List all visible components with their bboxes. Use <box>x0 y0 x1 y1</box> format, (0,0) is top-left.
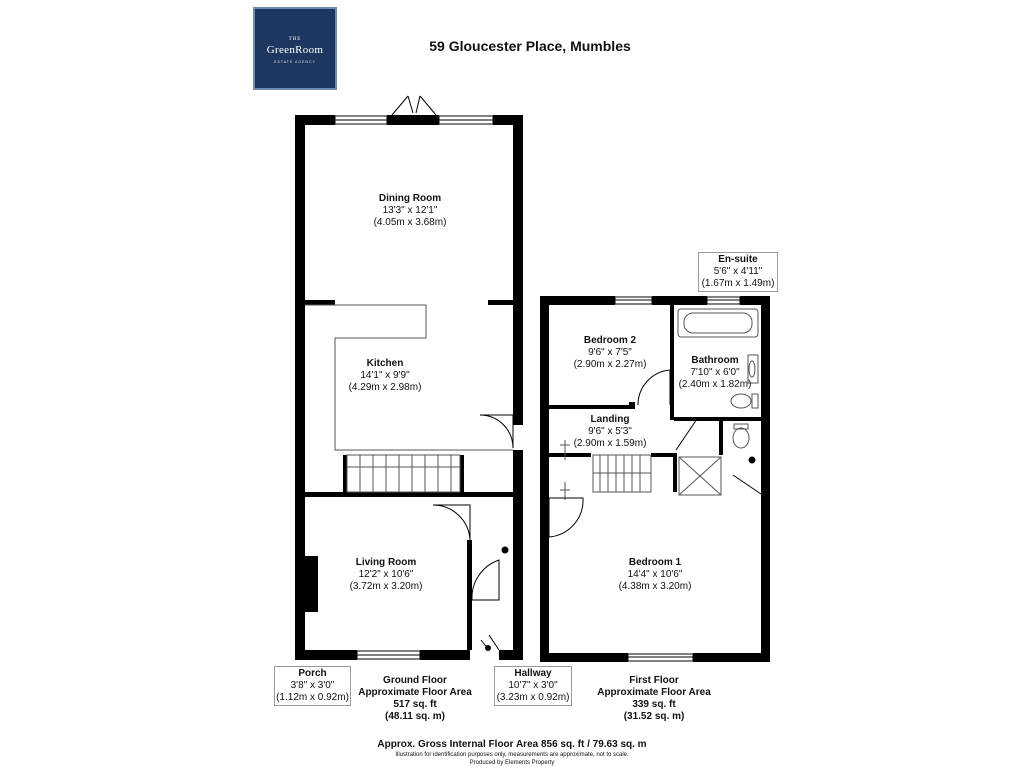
ground-floor-area: Ground Floor Approximate Floor Area 517 … <box>347 675 483 723</box>
room-living: Living Room 12'2" x 10'6" (3.72m x 3.20m… <box>306 557 466 593</box>
room-name: Hallway <box>514 668 552 679</box>
room-size-imperial: 5'6" x 4'11" <box>713 266 763 277</box>
room-size-imperial: 12'2" x 10'6" <box>358 569 414 580</box>
gross-floor-area: Approx. Gross Internal Floor Area 856 sq… <box>377 739 647 750</box>
hallway-fixture-icon <box>501 546 509 554</box>
room-name: Bathroom <box>691 355 739 366</box>
room-name: Landing <box>590 414 630 425</box>
floor-area-sqft: 339 sq. ft <box>632 699 676 710</box>
logo-tagline: ESTATE AGENCY <box>274 60 316 64</box>
room-name: Bedroom 2 <box>583 335 637 346</box>
floor-area-sqm: (48.11 sq. m) <box>384 711 446 722</box>
company-logo: THE GreenRoom ESTATE AGENCY <box>253 7 337 90</box>
room-size-imperial: 10'7" x 3'0" <box>508 680 558 691</box>
room-size-metric: (3.72m x 3.20m) <box>349 581 423 592</box>
ground-floor-walls <box>295 115 523 660</box>
room-size-metric: (3.23m x 0.92m) <box>496 692 570 703</box>
first-stairs <box>560 440 652 500</box>
room-size-metric: (2.90m x 2.27m) <box>573 359 647 370</box>
first-floor-walls <box>540 296 770 662</box>
room-hallway: Hallway 10'7" x 3'0" (3.23m x 0.92m) <box>494 666 572 706</box>
room-landing: Landing 9'6" x 5'3" (2.90m x 1.59m) <box>562 414 658 450</box>
room-size-imperial: 3'8" x 3'0" <box>290 680 335 691</box>
logo-prefix: THE <box>288 37 302 42</box>
room-dining: Dining Room 13'3" x 12'1" (4.05m x 3.68m… <box>330 193 490 229</box>
room-bedroom2: Bedroom 2 9'6" x 7'5" (2.90m x 2.27m) <box>560 335 660 371</box>
room-porch: Porch 3'8" x 3'0" (1.12m x 0.92m) <box>274 666 351 706</box>
room-size-imperial: 13'3" x 12'1" <box>382 205 438 216</box>
disclaimer-text: Illustration for identification purposes… <box>395 752 629 758</box>
floor-area-sqft: 517 sq. ft <box>393 699 437 710</box>
room-name: Living Room <box>355 557 417 568</box>
room-size-imperial: 9'6" x 7'5" <box>588 347 632 358</box>
floor-area-sqm: (31.52 sq. m) <box>623 711 685 722</box>
first-floor-area: First Floor Approximate Floor Area 339 s… <box>586 675 722 723</box>
room-kitchen: Kitchen 14'1" x 9'9" (4.29m x 2.98m) <box>305 358 465 394</box>
room-size-imperial: 7'10" x 6'0" <box>690 367 740 378</box>
ground-stairs <box>346 454 461 493</box>
first-doors <box>548 369 762 538</box>
bathroom-fixtures <box>677 308 759 496</box>
room-size-imperial: 14'1" x 9'9" <box>360 370 410 381</box>
porch-fixture-icon <box>485 645 491 651</box>
room-size-metric: (2.40m x 1.82m) <box>678 379 752 390</box>
floor-area-label: Approximate Floor Area <box>358 687 472 698</box>
room-name: Kitchen <box>366 358 404 369</box>
room-name: Dining Room <box>378 193 442 204</box>
ground-windows <box>334 115 494 660</box>
room-size-metric: (4.38m x 3.20m) <box>618 581 692 592</box>
property-title: 59 Gloucester Place, Mumbles <box>429 38 631 54</box>
ensuite-fixture-icon <box>748 456 756 464</box>
room-name: Porch <box>298 668 327 679</box>
room-size-metric: (4.29m x 2.98m) <box>348 382 422 393</box>
room-size-imperial: 9'6" x 5'3" <box>588 426 632 437</box>
logo-brand: GreenRoom <box>266 44 324 56</box>
room-name: Bedroom 1 <box>628 557 682 568</box>
room-ensuite: En-suite 5'6" x 4'11" (1.67m x 1.49m) <box>698 252 778 292</box>
floor-area-label: Approximate Floor Area <box>597 687 711 698</box>
room-size-metric: (1.12m x 0.92m) <box>276 692 349 703</box>
room-size-metric: (2.90m x 1.59m) <box>573 438 647 449</box>
floor-name: First Floor <box>629 675 679 686</box>
kitchen-counters <box>305 304 513 451</box>
floor-name: Ground Floor <box>383 675 447 686</box>
produced-by-text: Produced by Elements Property <box>469 760 555 766</box>
room-name: En-suite <box>718 254 758 265</box>
room-bedroom1: Bedroom 1 14'4" x 10'6" (4.38m x 3.20m) <box>600 557 710 593</box>
first-windows <box>614 296 741 662</box>
room-size-metric: (4.05m x 3.68m) <box>373 217 447 228</box>
french-doors <box>391 95 437 116</box>
room-size-imperial: 14'4" x 10'6" <box>627 569 683 580</box>
room-bathroom: Bathroom 7'10" x 6'0" (2.40m x 1.82m) <box>672 355 758 391</box>
room-size-metric: (1.67m x 1.49m) <box>701 278 775 289</box>
